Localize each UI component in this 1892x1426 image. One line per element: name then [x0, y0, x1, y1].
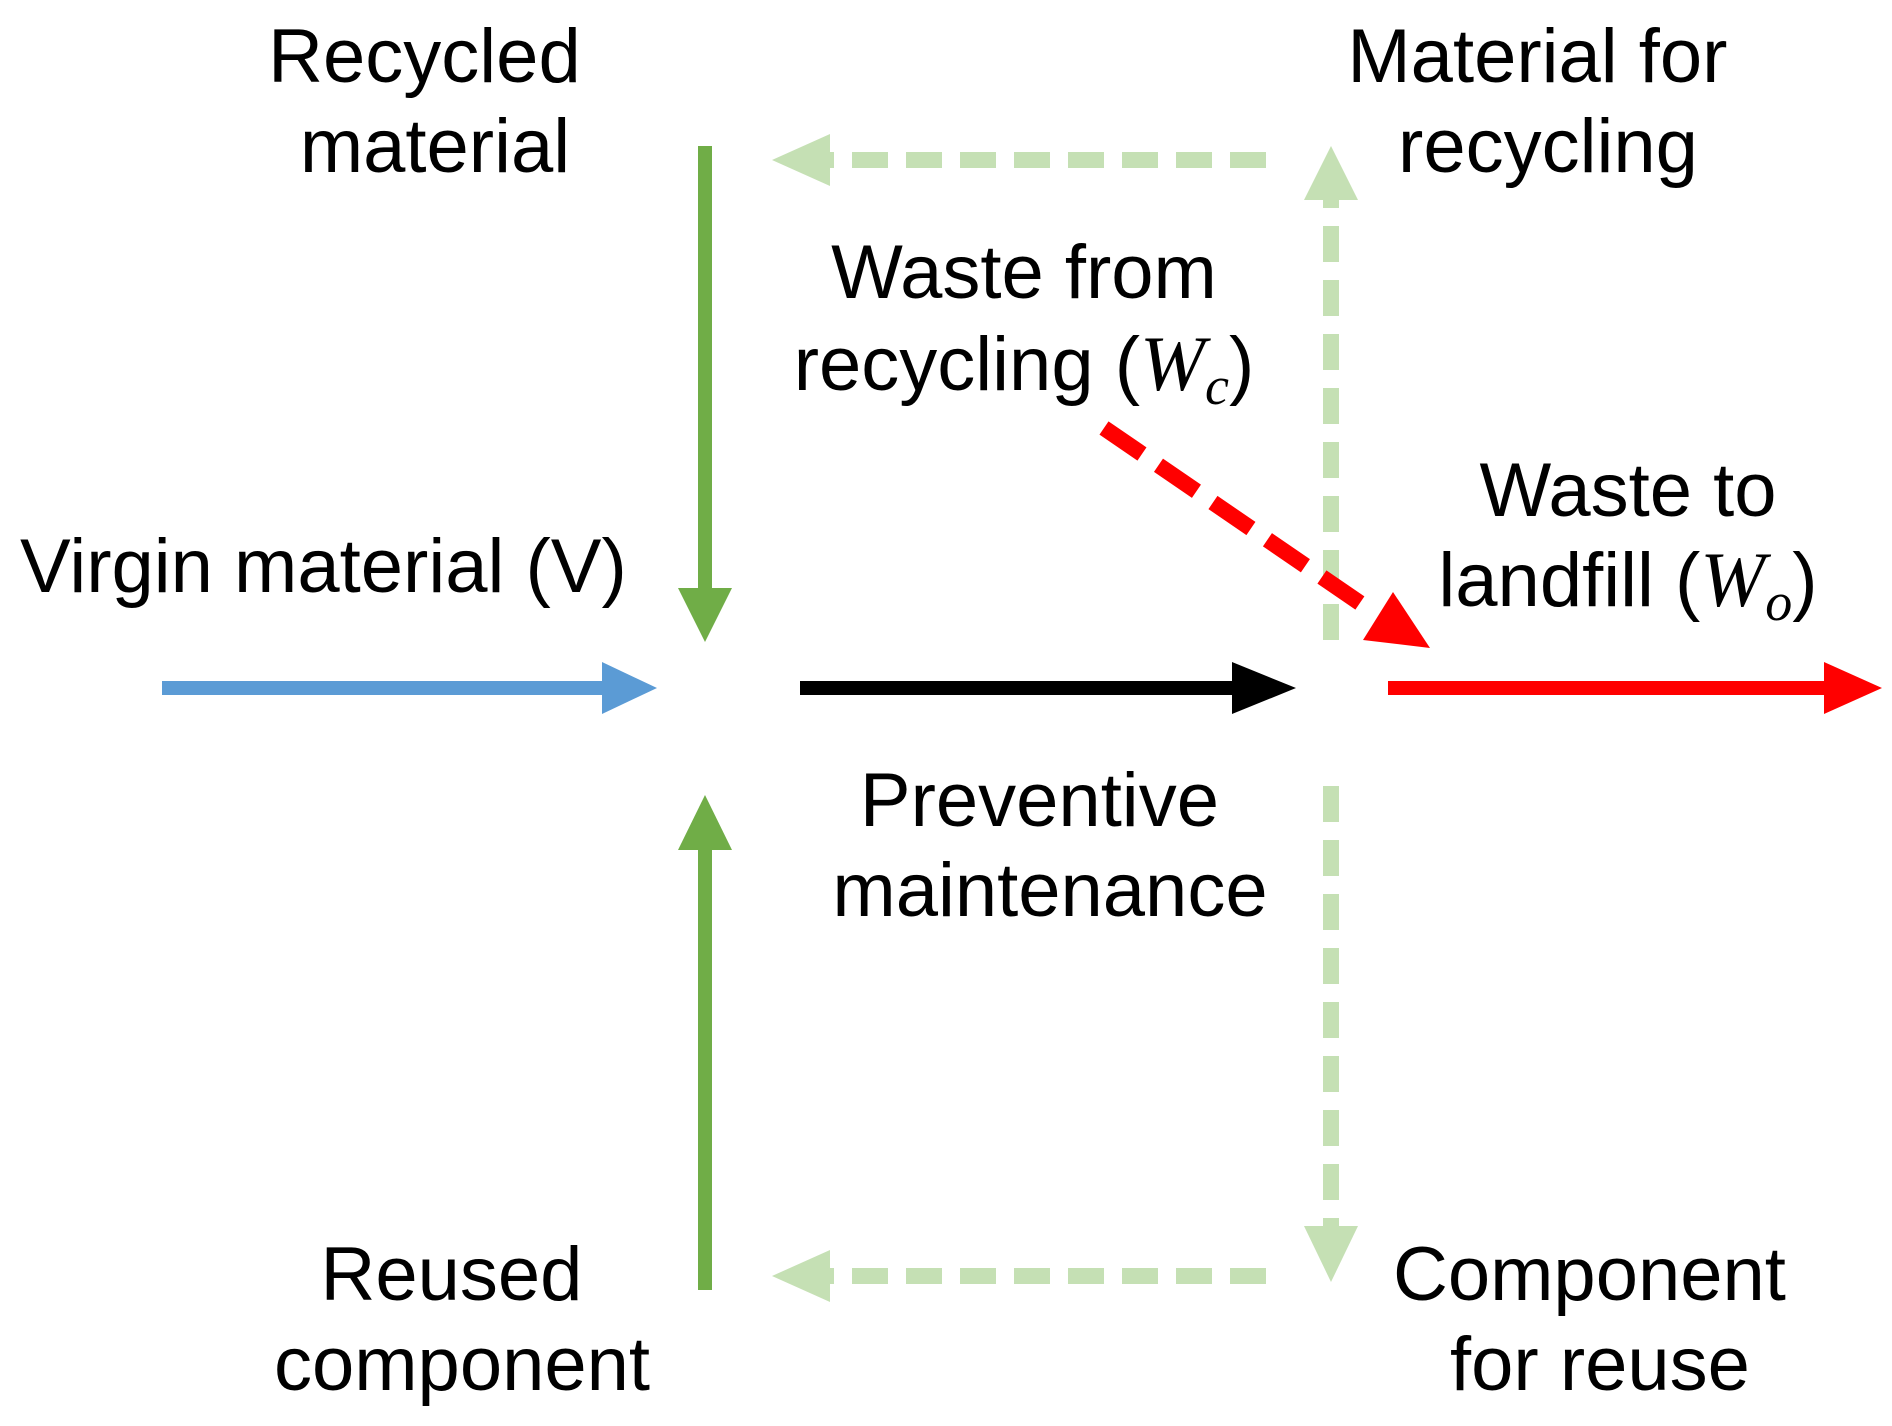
- label-waste-from-recycling-line2: recycling (Wc): [794, 320, 1255, 416]
- arrow-waste-to-landfill: [1388, 662, 1882, 714]
- label-recycled-material: Recycled material: [268, 14, 602, 189]
- symbol-wo: W: [1700, 536, 1771, 623]
- arrow-dashed-to-recycling: [1304, 146, 1358, 640]
- arrow-dashed-to-reuse: [1304, 786, 1358, 1282]
- arrow-dashed-reuse-return: [772, 1250, 1266, 1302]
- label-reused-component: Reused component: [274, 1232, 650, 1407]
- arrow-preventive-maintenance: [800, 662, 1296, 714]
- label-waste-to-landfill-line2: landfill (Wo): [1438, 536, 1817, 632]
- label-material-for-recycling: Material for recycling: [1347, 14, 1748, 189]
- symbol-wc: W: [1140, 320, 1211, 407]
- label-waste-to-landfill: Waste to: [1479, 448, 1776, 533]
- arrow-waste-from-recycling: [1099, 421, 1430, 648]
- arrow-reused-component: [678, 795, 732, 1290]
- label-virgin-material: Virgin material (V): [20, 524, 627, 609]
- arrow-dashed-recycling-return: [772, 134, 1266, 186]
- label-preventive-maintenance: Preventive maintenance: [832, 758, 1267, 933]
- arrow-recycled-material: [678, 146, 732, 642]
- label-waste-from-recycling: Waste from: [831, 230, 1217, 315]
- arrow-virgin-material: [162, 662, 657, 714]
- label-component-for-reuse: Component for reuse: [1393, 1232, 1807, 1407]
